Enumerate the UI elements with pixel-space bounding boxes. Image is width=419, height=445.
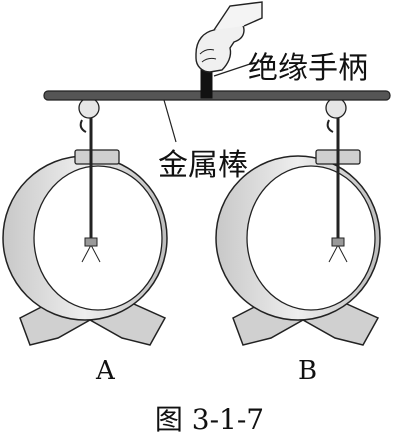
handle-leader-line xyxy=(213,63,251,77)
metal-rod xyxy=(43,90,391,101)
metal-rod-label: 金属棒 xyxy=(158,148,248,183)
electroscope-a-label: A xyxy=(96,356,115,386)
electroscope-b-ball xyxy=(325,97,347,119)
electroscope-b-label: B xyxy=(298,356,318,386)
figure-caption: 图 3-1-7 xyxy=(154,403,265,436)
electroscope-b xyxy=(215,97,381,346)
electroscope-a-ball xyxy=(78,97,100,119)
rod-leader-line xyxy=(163,99,177,143)
insulating-handle-label: 绝缘手柄 xyxy=(248,51,368,86)
electroscope-a xyxy=(2,97,168,346)
